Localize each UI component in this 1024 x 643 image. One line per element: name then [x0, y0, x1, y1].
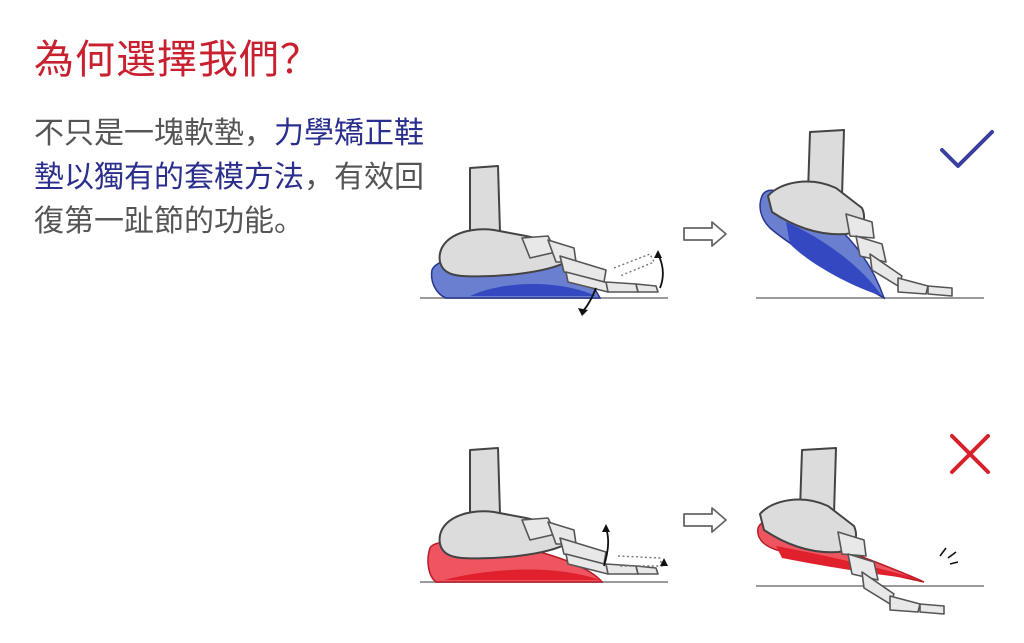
good-flat-foot — [420, 165, 668, 316]
good-insole-shade — [786, 222, 882, 296]
description-highlight: 力學矯正鞋墊以獨有的套模方法 — [34, 116, 424, 195]
outline-right-arrow-icon — [683, 507, 727, 533]
bad-flat-foot — [420, 447, 668, 583]
check-icon — [940, 130, 994, 168]
description: 不只是一塊軟墊，力學矯正鞋墊以獨有的套模方法，有效回復第一趾節的功能。 — [34, 112, 426, 244]
page-title: 為何選擇我們？ — [34, 37, 321, 83]
description-part3: ，有效回復第一趾節的功能。 — [34, 160, 424, 239]
bad-raised-foot — [756, 447, 984, 615]
good-insole-shade — [470, 283, 596, 296]
good-raised-foot — [756, 129, 984, 300]
outline-right-arrow-icon — [683, 221, 727, 247]
small-up-arrow-icon — [660, 558, 668, 566]
bad-insole-shade — [444, 569, 600, 580]
toe-up-arrow-icon — [603, 527, 610, 567]
cross-icon — [950, 434, 990, 474]
toe-up-arrow-icon — [657, 253, 664, 289]
description-part1: 不只是一塊軟墊， — [34, 116, 274, 151]
